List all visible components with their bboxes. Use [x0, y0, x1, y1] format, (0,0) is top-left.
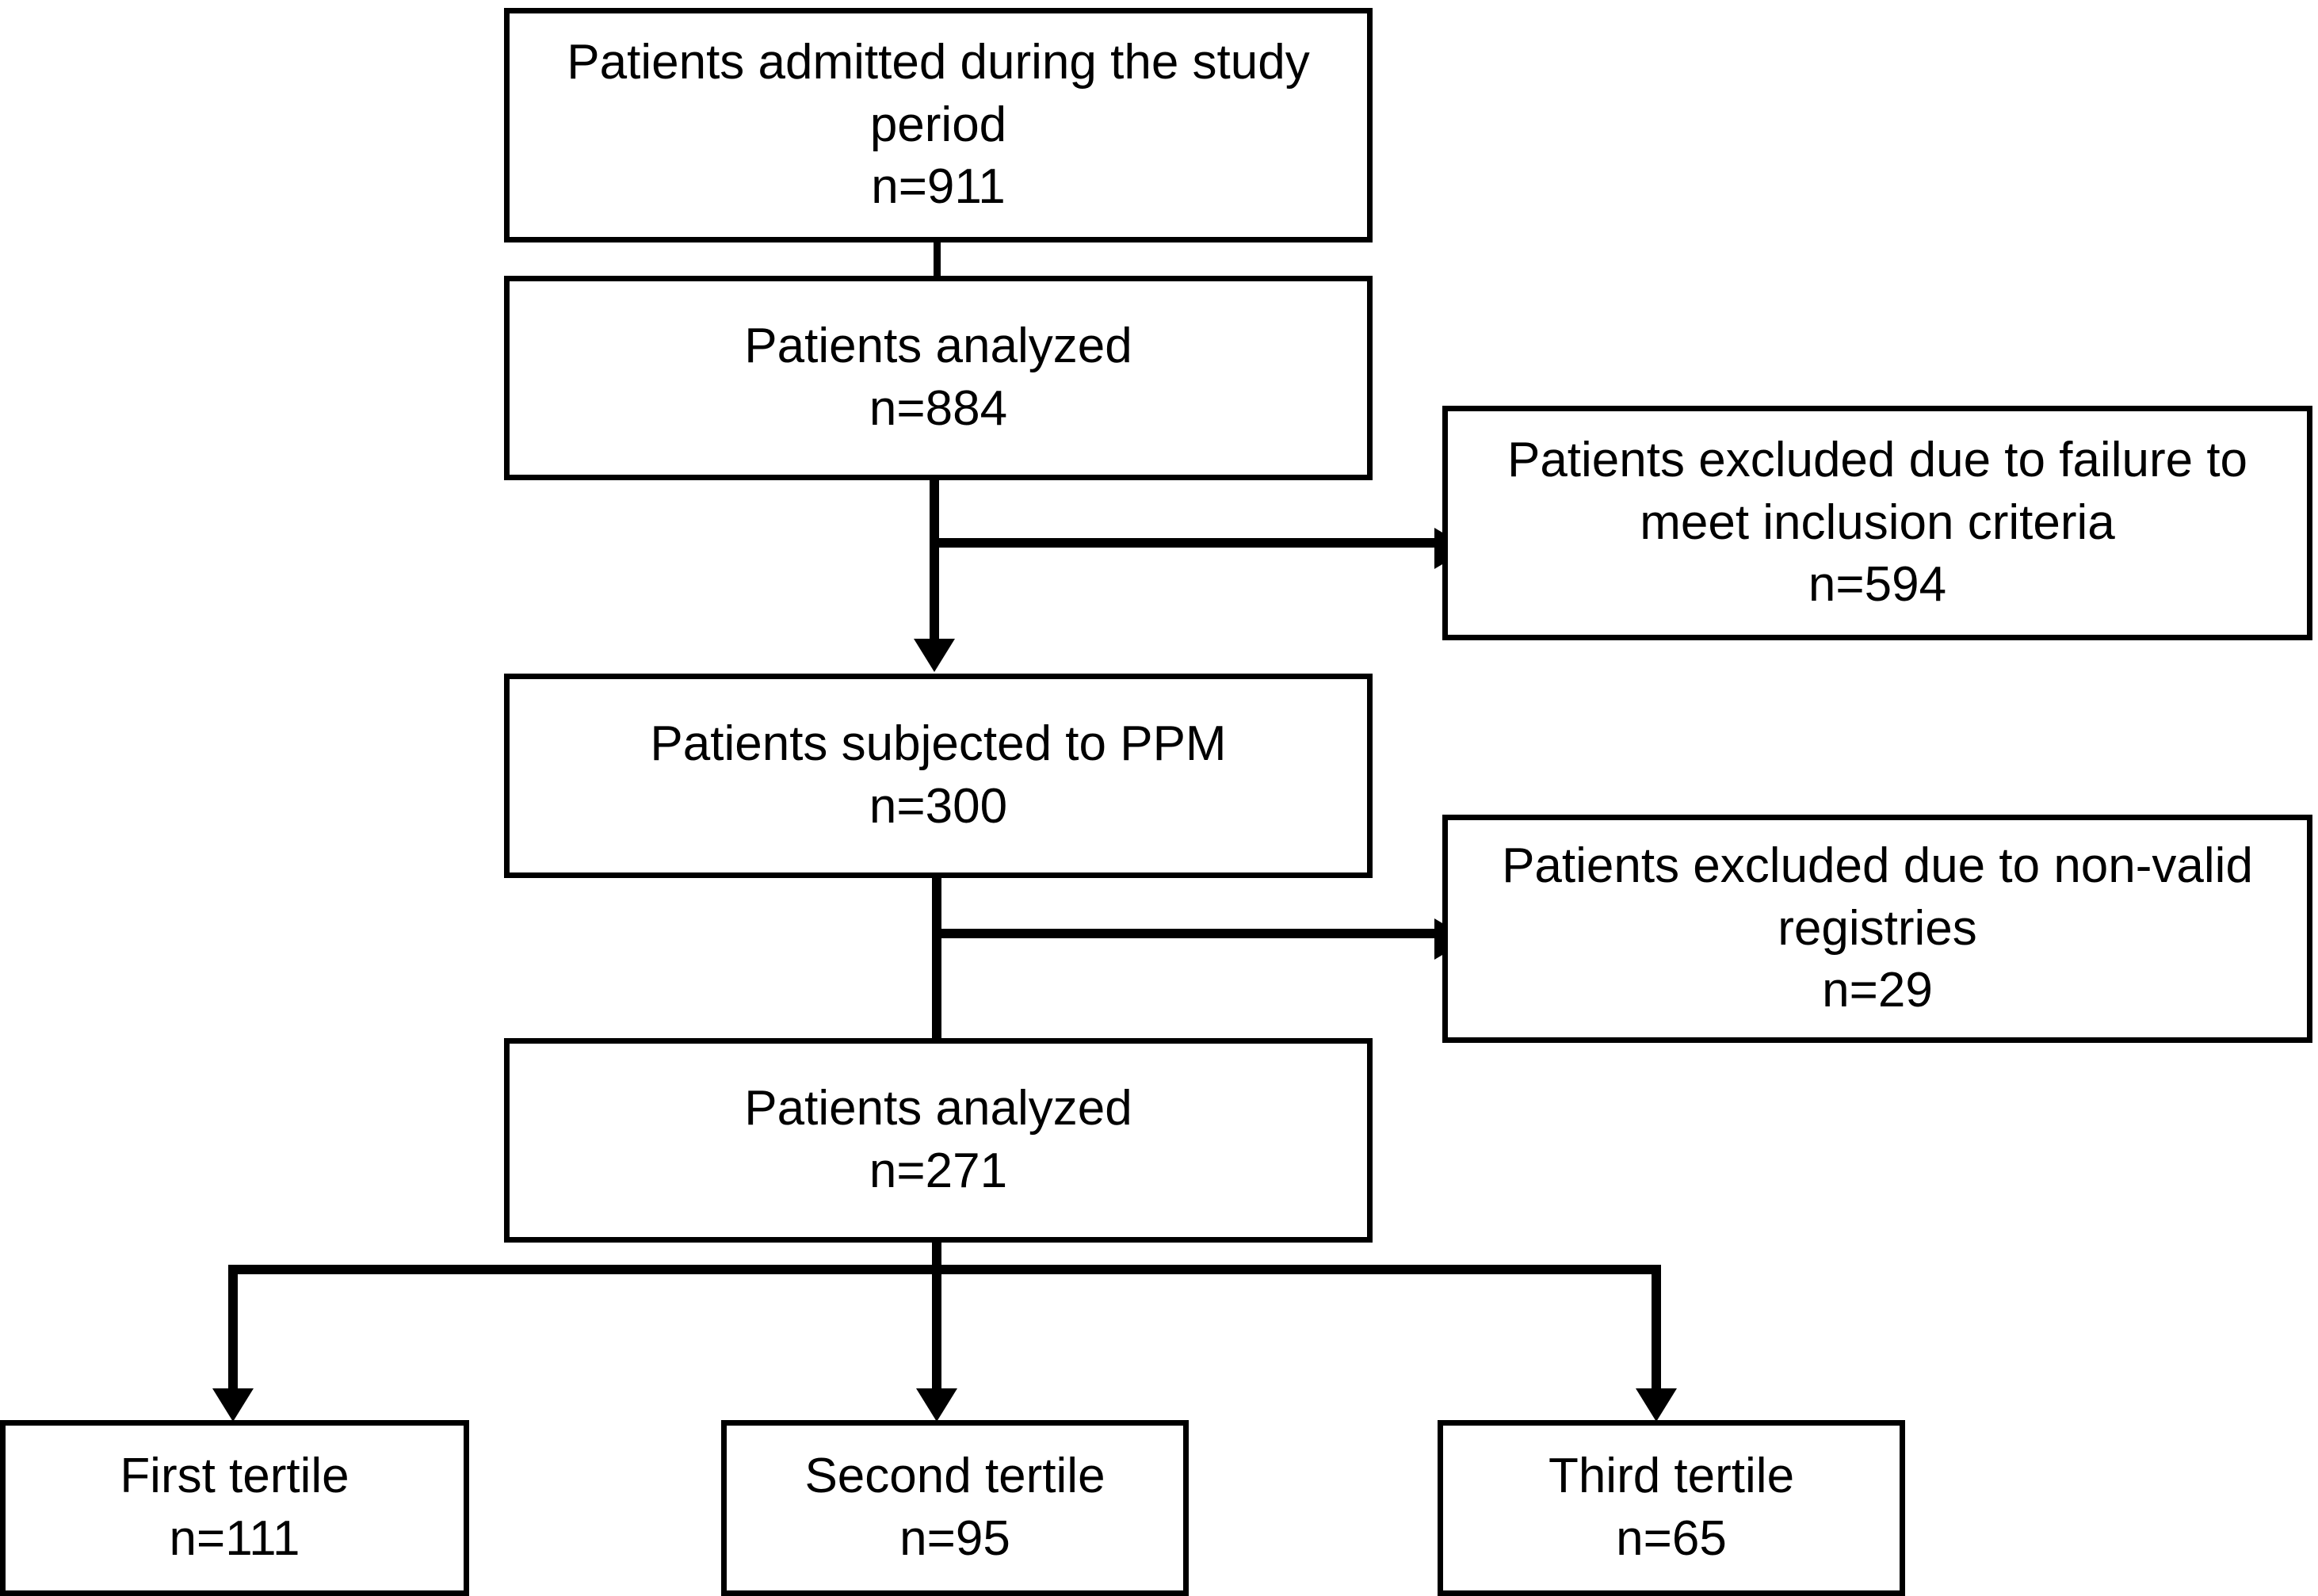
node-first-tertile-label: First tertile: [120, 1449, 349, 1504]
node-ppm-count: n=300: [869, 779, 1008, 834]
connector-to-excluded-inclusion: [934, 538, 1449, 548]
node-excluded-inclusion-count: n=594: [1808, 557, 1947, 613]
node-third-tertile: Third tertile n=65: [1438, 1420, 1905, 1596]
node-second-tertile: Second tertile n=95: [721, 1420, 1189, 1596]
node-excluded-registries-line1: Patients excluded due to non-valid: [1502, 838, 2253, 893]
connector-analyzed-to-ppm-trunk: [930, 479, 939, 640]
connector-tertile-split-bar: [228, 1265, 1661, 1274]
arrowhead-second-tertile: [916, 1388, 957, 1422]
node-excluded-inclusion-criteria: Patients excluded due to failure to meet…: [1442, 406, 2312, 640]
node-patients-analyzed-second: Patients analyzed n=271: [504, 1038, 1373, 1243]
node-excluded-registries-count: n=29: [1822, 963, 1933, 1018]
node-analyzed-first-line1: Patients analyzed: [744, 319, 1132, 374]
connector-to-third-tertile: [1652, 1265, 1661, 1393]
node-second-tertile-count: n=95: [899, 1511, 1010, 1566]
node-third-tertile-label: Third tertile: [1548, 1449, 1795, 1504]
node-admitted-line1: Patients admitted during the study: [567, 34, 1310, 90]
node-first-tertile-count: n=111: [169, 1511, 300, 1566]
node-first-tertile: First tertile n=111: [0, 1420, 469, 1596]
node-admitted-count: n=911: [871, 159, 1006, 215]
node-ppm-line1: Patients subjected to PPM: [650, 716, 1227, 772]
node-excluded-non-valid-registries: Patients excluded due to non-valid regis…: [1442, 815, 2312, 1043]
connector-to-first-tertile: [228, 1265, 238, 1393]
node-analyzed-second-line1: Patients analyzed: [744, 1081, 1132, 1136]
node-second-tertile-label: Second tertile: [804, 1449, 1106, 1504]
connector-ppm-to-analyzed-trunk: [932, 876, 941, 1040]
connector-to-second-tertile: [932, 1265, 941, 1393]
connector-to-excluded-registries: [937, 929, 1449, 938]
node-patients-admitted: Patients admitted during the study perio…: [504, 8, 1373, 242]
node-admitted-line2: period: [869, 97, 1007, 152]
arrowhead-analyzed-to-ppm: [914, 639, 955, 672]
node-analyzed-first-count: n=884: [869, 381, 1008, 436]
arrowhead-first-tertile: [212, 1388, 254, 1422]
node-excluded-inclusion-line1: Patients excluded due to failure to: [1507, 432, 2248, 487]
node-excluded-registries-line2: registries: [1778, 900, 1977, 956]
node-excluded-inclusion-line2: meet inclusion criteria: [1640, 494, 2115, 550]
node-third-tertile-count: n=65: [1616, 1511, 1727, 1566]
node-analyzed-second-count: n=271: [869, 1144, 1008, 1198]
connector-admitted-to-analyzed: [934, 241, 941, 279]
node-patients-analyzed-first: Patients analyzed n=884: [504, 276, 1373, 480]
node-patients-subjected-to-ppm: Patients subjected to PPM n=300: [504, 674, 1373, 878]
arrowhead-third-tertile: [1636, 1388, 1677, 1422]
